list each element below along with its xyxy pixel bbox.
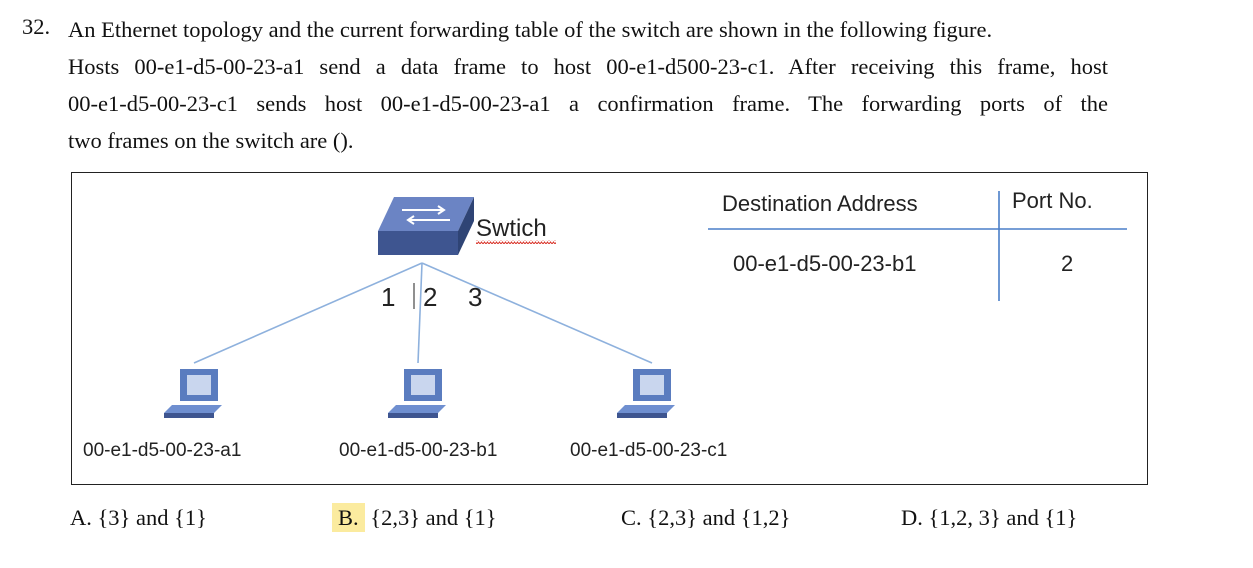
host-b1-computer-icon: [388, 369, 446, 418]
option-c[interactable]: C. {2,3} and {1,2}: [621, 505, 790, 531]
switch-icon: [378, 197, 474, 255]
forwarding-table: Destination Address Port No. 00-e1-d5-00…: [708, 188, 1127, 301]
option-b[interactable]: B. {2,3} and {1}: [332, 503, 497, 532]
option-a-letter: A.: [70, 505, 92, 530]
question-line-1: An Ethernet topology and the current for…: [68, 17, 993, 42]
question-line-2: Hosts 00-e1-d5-00-23-a1 send a data fram…: [68, 54, 1108, 79]
question-line-3: 00-e1-d5-00-23-c1 sends host 00-e1-d5-00…: [68, 91, 1108, 116]
option-c-text: {2,3} and {1,2}: [647, 505, 791, 530]
table-header-destination: Destination Address: [722, 191, 918, 216]
question-number: 32.: [22, 14, 51, 39]
port-label-3: 3: [468, 282, 482, 312]
option-d[interactable]: D. {1,2, 3} and {1}: [901, 505, 1077, 531]
host-label-c1: 00-e1-d5-00-23-c1: [570, 440, 727, 461]
switch-label: Swtich: [476, 215, 547, 242]
link-port-2: [417, 262, 423, 364]
table-cell-port: 2: [1061, 251, 1073, 276]
question-line-4: two frames on the switch are ().: [68, 128, 354, 153]
port-label-2: 2: [423, 282, 437, 312]
option-b-text: {2,3} and {1}: [370, 505, 497, 530]
network-links: [193, 262, 653, 364]
table-header-port: Port No.: [1012, 188, 1093, 213]
option-d-text: {1,2, 3} and {1}: [928, 505, 1078, 530]
topology-diagram: Swtich 1 2 3 00-e1-d5-00-23-a1 00-e1-d: [83, 188, 1127, 461]
host-label-a1: 00-e1-d5-00-23-a1: [83, 440, 241, 461]
table-cell-address: 00-e1-d5-00-23-b1: [733, 251, 916, 276]
option-d-letter: D.: [901, 505, 923, 530]
option-b-letter: B.: [332, 503, 365, 532]
port-label-1: 1: [381, 282, 395, 312]
option-a-text: {3} and {1}: [97, 505, 207, 530]
host-label-b1: 00-e1-d5-00-23-b1: [339, 440, 497, 461]
link-port-3: [421, 262, 653, 364]
host-a1-computer-icon: [164, 369, 222, 418]
topology-figure: Swtich 1 2 3 00-e1-d5-00-23-a1 00-e1-d: [71, 172, 1148, 485]
host-c1-computer-icon: [617, 369, 675, 418]
option-c-letter: C.: [621, 505, 642, 530]
link-port-1: [193, 262, 423, 364]
option-a[interactable]: A. {3} and {1}: [70, 505, 207, 531]
